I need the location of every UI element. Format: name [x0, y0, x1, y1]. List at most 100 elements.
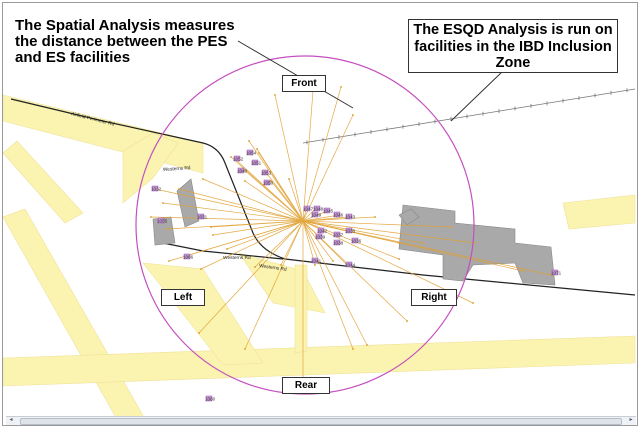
facility-marker[interactable]	[345, 261, 353, 268]
horizontal-scrollbar[interactable]: ◂ ▸	[6, 416, 636, 425]
facility-label: 1039	[315, 235, 326, 240]
ray-endpoint	[200, 268, 202, 270]
buildings-layer	[152, 178, 556, 286]
road-label-westerns-3: Westerns Rd	[259, 263, 288, 273]
diagonal-taxiway	[3, 208, 146, 424]
ray-endpoint	[472, 302, 474, 304]
facility-label: 1049	[311, 213, 322, 218]
ray-endpoint	[162, 202, 164, 204]
facility-marker[interactable]	[261, 169, 269, 176]
right-arrow-icon[interactable]: ▸	[629, 417, 633, 423]
left-arrow-icon[interactable]: ◂	[9, 417, 13, 423]
analysis-ray	[302, 216, 350, 222]
facility-label: 1045	[323, 209, 334, 214]
facility-label: 1053	[261, 171, 272, 176]
facility-marker[interactable]	[551, 269, 559, 276]
facility-marker[interactable]	[157, 217, 165, 224]
facility-label: 1055	[157, 219, 168, 224]
facility-label: 1054	[246, 151, 257, 156]
facility-marker[interactable]	[333, 211, 341, 218]
ray-endpoint	[340, 86, 342, 88]
ray-endpoint	[522, 270, 524, 272]
facility-marker[interactable]	[251, 159, 259, 166]
ray-endpoint	[366, 344, 368, 346]
fence-ticks	[306, 88, 628, 145]
facility-marker[interactable]	[151, 185, 159, 192]
analysis-ray	[200, 220, 304, 270]
ray-endpoint	[374, 216, 376, 218]
facility-label: 1071	[551, 271, 562, 276]
facility-label: 1040	[237, 169, 248, 174]
ray-endpoint	[254, 266, 256, 268]
analysis-ray	[198, 220, 304, 334]
analysis-ray	[212, 220, 304, 236]
analysis-ray	[302, 90, 314, 222]
facility-marker[interactable]	[323, 207, 331, 214]
facility-marker[interactable]	[246, 149, 254, 156]
ray-endpoint	[398, 258, 400, 260]
facility-label: 1037	[333, 233, 344, 238]
ray-endpoint	[168, 260, 170, 262]
analysis-ray	[258, 152, 304, 222]
scrollbar-thumb[interactable]	[20, 418, 622, 425]
hangar-building	[398, 204, 556, 286]
facility-label: 1032	[151, 187, 162, 192]
map-canvas[interactable]: Airfield Perimeter Rd Westerns Rd Wester…	[3, 3, 637, 425]
facility-marker[interactable]	[317, 227, 325, 234]
left-building-b	[176, 178, 200, 228]
analysis-ray	[302, 220, 452, 228]
ray-endpoint	[352, 114, 354, 116]
facility-marker[interactable]	[351, 237, 359, 244]
analysis-lines	[150, 86, 552, 380]
facility-marker[interactable]	[313, 205, 321, 212]
ray-endpoint	[198, 332, 200, 334]
facility-marker[interactable]	[333, 239, 341, 246]
analysis-ray	[302, 220, 424, 244]
analysis-ray	[302, 220, 552, 276]
quadrant-label-front: Front	[282, 75, 326, 92]
analysis-ray	[178, 188, 304, 222]
ray-endpoint	[450, 226, 452, 228]
analysis-ray	[302, 216, 376, 222]
facility-marker[interactable]	[263, 179, 271, 186]
ray-endpoint	[258, 152, 260, 154]
analysis-ray	[288, 178, 304, 222]
facility-marker[interactable]	[345, 213, 353, 220]
roads-layer	[3, 94, 636, 424]
analysis-ray	[302, 114, 354, 222]
facility-label: 1047	[303, 207, 314, 212]
facility-label: 1052	[233, 157, 244, 162]
facility-marker[interactable]	[345, 227, 353, 234]
callout-pointers	[237, 40, 504, 122]
analysis-ray	[302, 220, 476, 244]
analysis-ray	[242, 168, 304, 222]
ray-endpoint	[406, 320, 408, 322]
facility-marker[interactable]	[333, 231, 341, 238]
hangar-annex	[398, 208, 420, 226]
facility-marker[interactable]	[237, 167, 245, 174]
fence-line	[302, 88, 636, 144]
ray-endpoint	[280, 264, 282, 266]
facility-marker[interactable]	[311, 211, 319, 218]
analysis-ray	[202, 178, 304, 222]
facility-marker[interactable]	[197, 213, 205, 220]
analysis-ray	[264, 170, 304, 222]
facility-marker[interactable]	[311, 257, 319, 264]
facility-marker[interactable]	[315, 233, 323, 240]
ray-endpoint	[230, 156, 232, 158]
analysis-ray	[302, 214, 340, 222]
quadrant-label-right: Right	[411, 289, 457, 306]
facility-marker[interactable]	[303, 205, 311, 212]
analysis-ray	[302, 220, 368, 346]
analysis-ray	[302, 220, 316, 266]
ray-endpoint	[202, 178, 204, 180]
facility-label: 1036	[351, 239, 362, 244]
facility-marker[interactable]	[183, 253, 191, 260]
facility-label: 1050	[263, 181, 274, 186]
analysis-ray	[226, 220, 304, 250]
facility-marker[interactable]	[205, 395, 213, 402]
right-vertical-road	[294, 264, 308, 354]
facility-marker[interactable]	[233, 155, 241, 162]
taxi-connector	[142, 262, 264, 366]
